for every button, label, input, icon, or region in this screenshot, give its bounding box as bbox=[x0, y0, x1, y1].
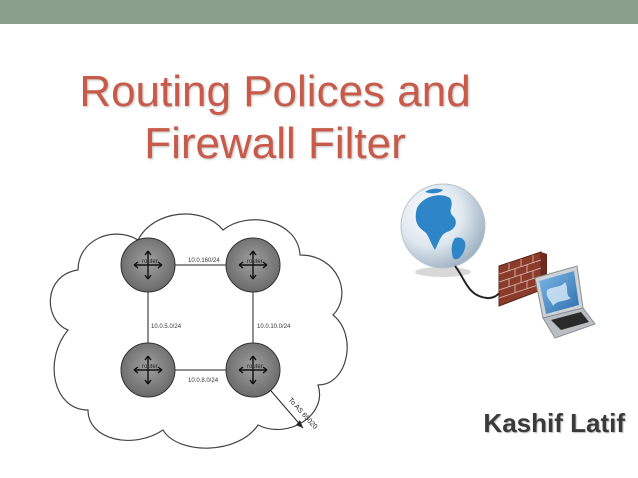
slide-title: Routing Polices and Firewall Filter bbox=[40, 66, 510, 170]
firewall-icon bbox=[498, 251, 547, 307]
router-label: router bbox=[142, 259, 158, 265]
link-label-bottom: 10.0.8.0/24 bbox=[188, 378, 219, 384]
arrow-icon bbox=[296, 420, 303, 428]
author-name: Kashif Latif bbox=[483, 408, 625, 438]
router-label: router bbox=[247, 364, 263, 370]
router-icon: router bbox=[225, 342, 281, 398]
title-line-2: Firewall Filter bbox=[144, 119, 406, 168]
top-accent-bar bbox=[0, 0, 638, 24]
router-icon: router bbox=[120, 342, 176, 398]
router-label: router bbox=[247, 259, 263, 265]
network-illustration bbox=[400, 183, 596, 339]
title-line-1: Routing Polices and bbox=[79, 67, 471, 116]
link-label-left: 10.0.5.0/24 bbox=[151, 324, 182, 330]
globe-icon bbox=[400, 183, 486, 277]
router-icon: router bbox=[225, 237, 281, 293]
network-diagram: 10.0.160/24 10.0.5.0/24 10.0.10.0/24 10.… bbox=[49, 213, 348, 449]
router-icon: router bbox=[120, 237, 176, 293]
laptop-icon bbox=[534, 265, 596, 339]
link-label-right: 10.0.10.0/24 bbox=[257, 324, 291, 330]
router-label: router bbox=[142, 364, 158, 370]
cloud-outline bbox=[49, 213, 348, 449]
link-label-top: 10.0.160/24 bbox=[188, 258, 220, 264]
